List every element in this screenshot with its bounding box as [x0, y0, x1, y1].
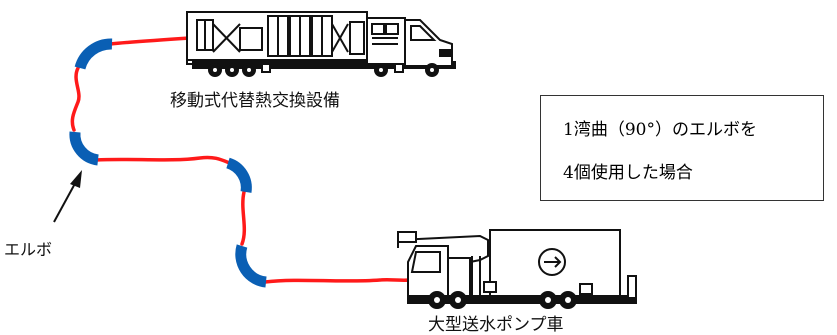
elbow-3: [225, 157, 252, 193]
pump-truck: [397, 229, 637, 309]
elbow-pointer-arrow: [53, 170, 82, 223]
hose-segment: [240, 190, 247, 246]
note-line-1: 1湾曲（90°）のエルボを: [563, 120, 757, 140]
hose: [70, 36, 412, 284]
hose-segment: [108, 36, 192, 46]
heat-exchanger-truck: [186, 11, 456, 77]
hose-segment: [70, 66, 81, 132]
elbow-4: [235, 244, 267, 288]
note-box: 1湾曲（90°）のエルボを 4個使用した場合: [540, 95, 824, 201]
pump-truck-label: 大型送水ポンプ車: [428, 315, 564, 335]
elbow-2: [69, 131, 99, 166]
note-line-2: 4個使用した場合: [563, 163, 693, 183]
heat-exchanger-label: 移動式代替熱交換設備: [170, 91, 340, 111]
elbow-label: エルボ: [4, 240, 53, 259]
elbows: [69, 38, 267, 288]
hose-segment: [94, 155, 234, 166]
hose-segment: [263, 277, 412, 284]
elbow-1: [74, 38, 113, 70]
